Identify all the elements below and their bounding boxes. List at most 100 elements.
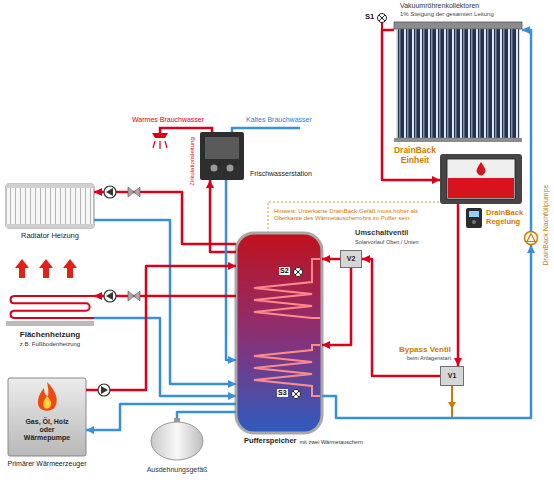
controller-screen <box>469 211 479 217</box>
sensor-symbol <box>294 268 303 277</box>
station-gauge <box>211 165 218 172</box>
heat-arrow <box>39 259 53 278</box>
pipe-connector <box>322 258 340 261</box>
pump-symbol <box>104 290 116 302</box>
unit-fluid <box>448 178 514 198</box>
generator-housing <box>8 378 86 456</box>
pump-label: DrainBack Nachfüllpumpe <box>542 185 550 266</box>
flame <box>38 382 57 411</box>
floor-heating: Flächenheizungz.B. Fußbodenheizung <box>6 286 94 326</box>
pipe-connector <box>457 204 460 366</box>
station-gauge <box>227 165 234 172</box>
heat-generator: Gas, Öl, Holz oder WärmepumpePrimärer Wä… <box>8 378 86 456</box>
pipe-connector <box>94 220 236 384</box>
controller-label: DrainBack Regelung <box>486 209 523 226</box>
pump-arrow <box>527 234 535 242</box>
flame-core <box>43 396 51 409</box>
sensor-symbol <box>292 390 301 399</box>
fresh-water-station: Frischwasserstation <box>200 132 244 180</box>
radiator-rail <box>6 184 94 188</box>
bypass-art <box>448 386 456 417</box>
controller-button <box>472 220 476 224</box>
tank-body <box>236 233 322 433</box>
sensor-cross <box>379 15 385 21</box>
note-text: Hinweis: Unterkante DrainBack-Gefäß muss… <box>274 208 444 222</box>
drainback-unit: DrainBack Einheit <box>440 154 522 204</box>
sensor-symbol <box>378 14 387 23</box>
unit-housing <box>440 154 522 204</box>
bypass-pipe <box>451 386 453 417</box>
pipe-connector <box>382 30 440 180</box>
pipe-label: Kaltes Brauchwasser <box>246 116 312 124</box>
sensor-cross <box>293 391 299 397</box>
pipe-connector <box>226 180 236 360</box>
valve-heading: Bypass Ventil <box>399 345 451 354</box>
valve-id: V1 <box>448 372 457 380</box>
heat-arrow <box>15 259 29 278</box>
unit-heading: DrainBack Einheit <box>394 146 436 166</box>
radiator-rail <box>6 224 94 228</box>
radiator-art <box>6 184 94 228</box>
valve-note: Solarvorlauf Oben / Unten <box>355 239 419 245</box>
vessel-body <box>151 422 203 460</box>
generator-pump <box>98 384 110 396</box>
collector-rail <box>394 138 522 142</box>
tank-art <box>236 233 322 433</box>
floor-pump <box>104 290 116 302</box>
pipe-connector <box>177 412 236 418</box>
pipe-connector <box>94 192 236 244</box>
unit-drop <box>477 162 486 176</box>
sensor-cross <box>295 269 301 275</box>
shower-head <box>152 133 168 138</box>
pipe-connector <box>210 180 236 252</box>
pipe-connector <box>94 318 236 396</box>
cold-water-pipe <box>232 128 300 132</box>
radiator-pump <box>104 186 116 198</box>
bypass-arrow <box>448 402 456 409</box>
radiator: Radiator Heizung <box>6 184 94 228</box>
refill-pump-symbol <box>525 232 538 245</box>
station-label: Frischwasserstation <box>250 170 312 178</box>
generator-text: Gas, Öl, Holz oder Wärmepumpe <box>19 418 75 442</box>
valve-note: beim Anlagenstart <box>407 355 451 361</box>
radiator-body <box>6 184 94 228</box>
generator-art <box>8 378 86 456</box>
upper-coil <box>254 259 320 318</box>
drainback-controller: DrainBack Regelung <box>466 208 482 228</box>
pipe-connector <box>86 404 236 430</box>
tank-heading: Pufferspeicher <box>244 437 297 446</box>
pipe-connector <box>322 268 351 345</box>
tank-note: mit zwei Wärmetauschern <box>300 439 363 445</box>
vessel-art <box>151 418 203 460</box>
pump-symbol <box>98 384 110 396</box>
pump-arrow <box>106 292 113 300</box>
pipe-label: Zirkulationsleitung <box>189 137 196 185</box>
switch-valve: UmschaltventilSolarvorlauf Oben / UntenV… <box>340 250 362 268</box>
pump-arrow <box>106 188 113 196</box>
expansion-vessel: Ausdehnungsgefäß <box>150 418 204 462</box>
collector-header <box>394 22 522 29</box>
collector-art <box>394 22 522 142</box>
valve-heading: Umschaltventil <box>355 229 408 238</box>
sensor-s1 <box>378 14 387 31</box>
pipe-connector <box>86 266 236 390</box>
pipe-connector <box>522 30 531 231</box>
pump-symbol <box>104 186 116 198</box>
floor-slab <box>6 321 94 326</box>
valve-id: V2 <box>347 255 356 263</box>
collector-panel: Vakuumröhrenkollektoren1% Steigung der g… <box>394 0 522 150</box>
unit-vessel <box>447 159 515 199</box>
panel-heading: Vakuumröhrenkollektoren <box>400 2 479 10</box>
vessel-label: Ausdehnungsgefäß <box>147 466 208 474</box>
station-housing <box>200 132 244 180</box>
heat-arrow <box>63 259 77 278</box>
shower-drops <box>153 141 167 149</box>
generator-label: Primärer Wärmeerzeuger <box>8 460 87 468</box>
vacuum-tubes <box>397 29 519 138</box>
sensor-label: S1 <box>365 13 374 22</box>
floor-note: z.B. Fußbodenheizung <box>20 341 80 348</box>
